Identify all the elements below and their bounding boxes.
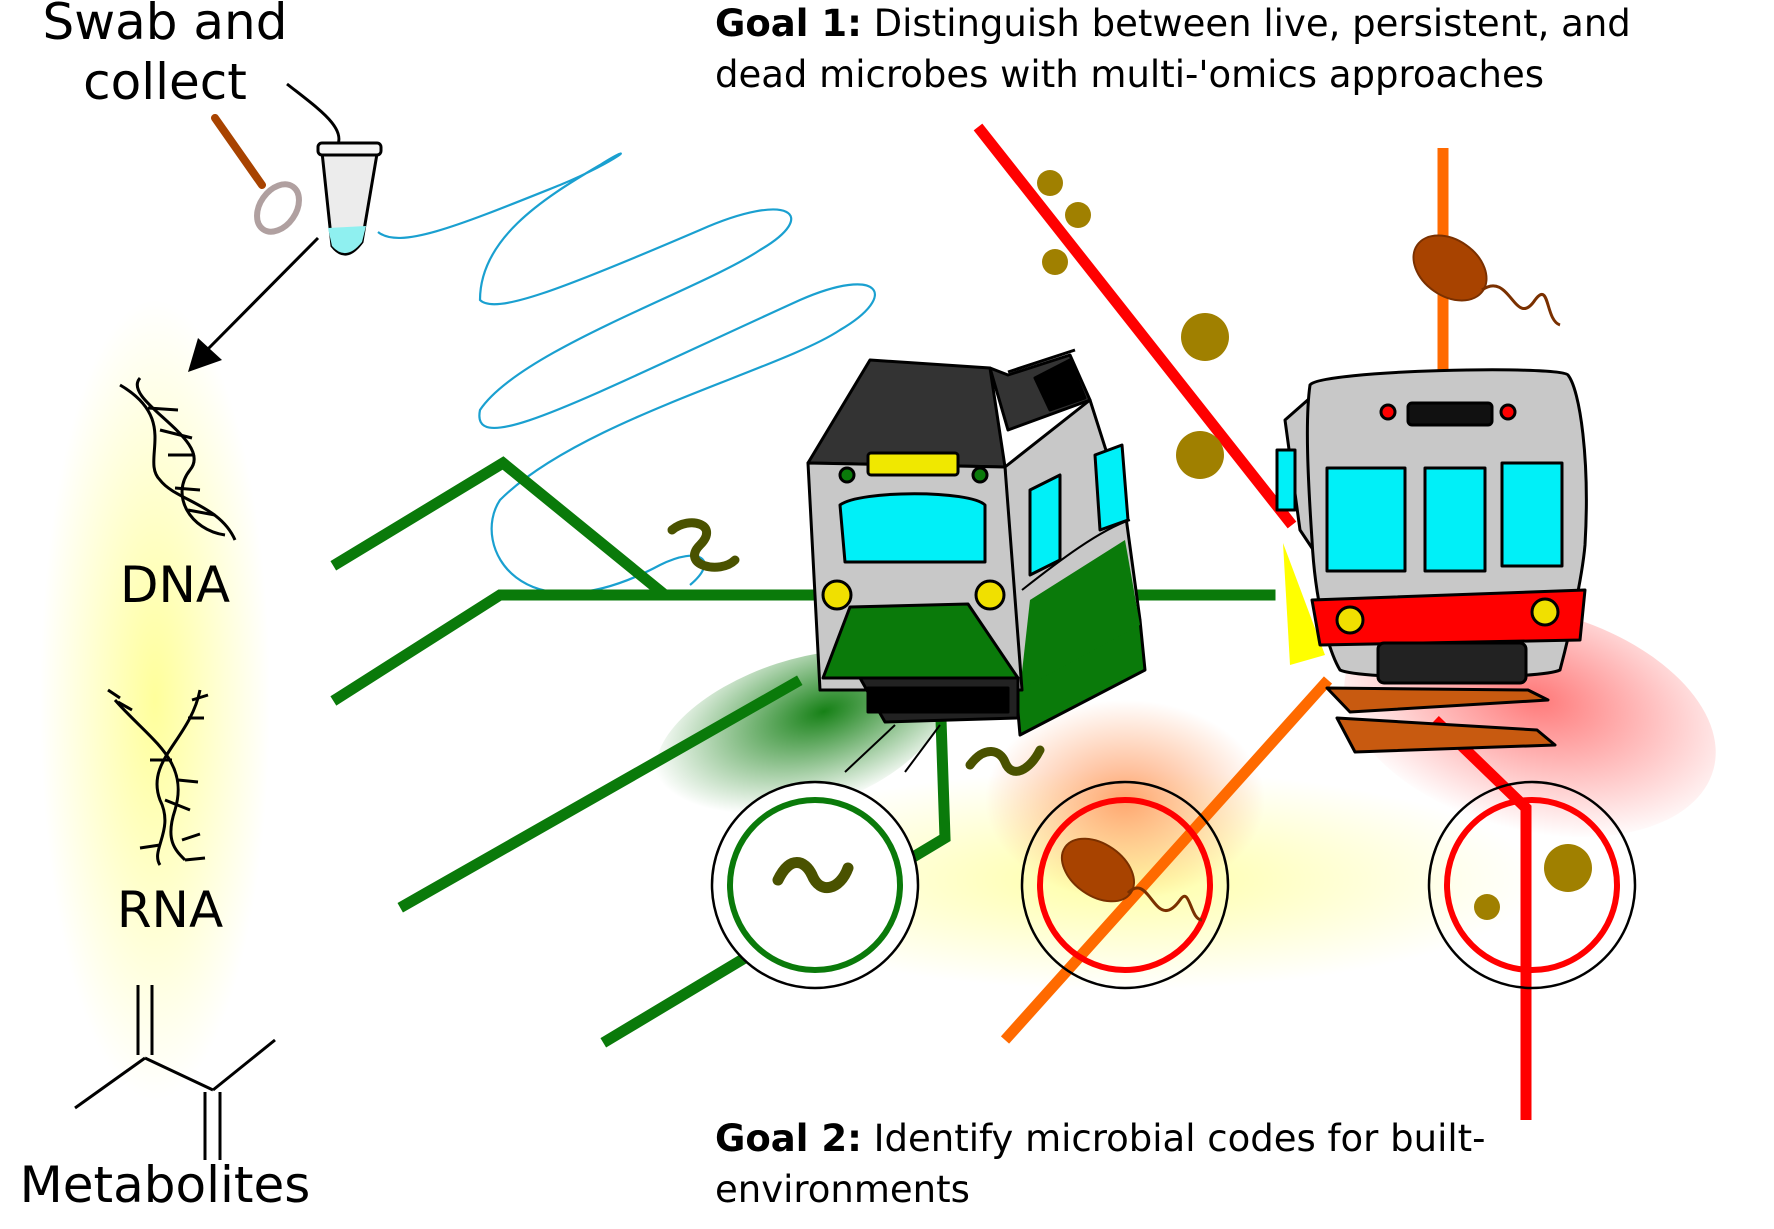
tube-icon: [316, 141, 383, 256]
train-green-icon: [806, 348, 1147, 773]
collect-arrow: [188, 236, 320, 372]
dna-helix-icon: [119, 376, 237, 541]
goal-2-description: Identify microbial codes for built-envir…: [715, 1117, 1486, 1211]
magnifier-icon-green: [710, 780, 920, 990]
goal-2-label: Goal 2:: [715, 1117, 862, 1160]
bacterium-icon: [1412, 234, 1561, 327]
goal-1-text: Goal 1: Distinguish between live, persis…: [715, 0, 1725, 100]
yellow-glow-left: [40, 300, 270, 1100]
metabolites-label: Metabolites: [19, 1156, 311, 1214]
spirochete-icon: [667, 518, 740, 572]
blue-thread: [377, 152, 876, 594]
cocci-icon: [1037, 170, 1229, 479]
goal-2-text: Goal 2: Identify microbial codes for bui…: [715, 1113, 1675, 1215]
rna-label: RNA: [116, 881, 224, 939]
swab-icon: [211, 114, 302, 235]
rna-strand-icon: [107, 688, 209, 866]
spirochete-icon-2: [965, 745, 1045, 776]
train-red-icon: [1275, 368, 1588, 754]
goal-1-label: Goal 1:: [715, 2, 862, 45]
magnifier-icon-orange: [1020, 780, 1230, 990]
goal-1-description: Distinguish between live, persistent, an…: [715, 2, 1631, 96]
dna-label: DNA: [119, 556, 231, 614]
magnifier-icon-red: [1427, 780, 1637, 990]
metabolite-structure-icon: [74, 985, 276, 1160]
swab-and-collect-label: Swab and collect: [42, 0, 288, 111]
